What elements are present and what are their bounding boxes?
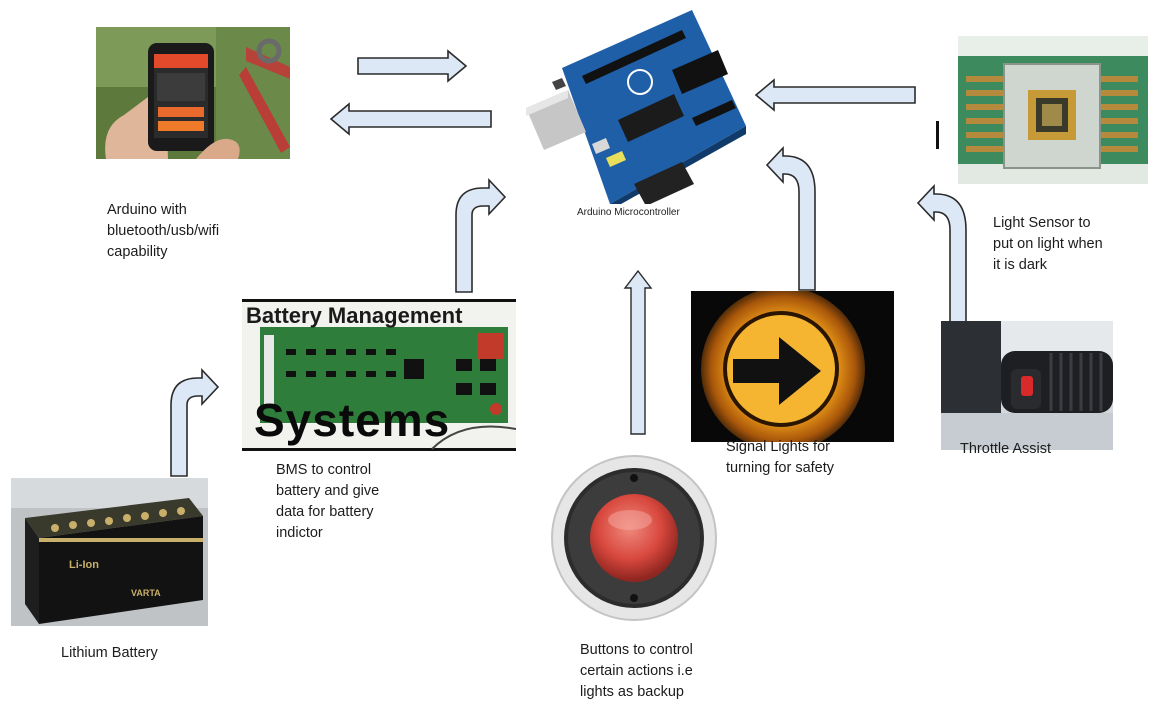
bms-subtitle: Systems xyxy=(254,394,451,446)
arrow-battery-to-bms xyxy=(170,367,220,477)
signal-arrow-graphic xyxy=(701,291,865,442)
buttons-caption: Buttons to control certain actions i.e l… xyxy=(580,642,693,700)
arrow-phone-to-arduino xyxy=(357,49,468,83)
arrow-signal-to-arduino xyxy=(765,145,816,291)
arduino-board-image xyxy=(526,10,746,204)
signal-caption: Signal Lights for turning for safety xyxy=(726,439,834,476)
bms-caption: BMS to control battery and give data for… xyxy=(276,462,380,541)
bms-title: Battery Management xyxy=(246,303,463,328)
push-button-image xyxy=(551,455,717,621)
bms-image: Battery Management Systems xyxy=(242,299,516,451)
throttle-image xyxy=(941,321,1113,450)
phone-caption: Arduino with bluetooth/usb/wifi capabili… xyxy=(107,202,220,260)
throttle-caption: Throttle Assist xyxy=(960,441,1052,457)
bms-board-graphic xyxy=(242,299,516,451)
arrow-arduino-to-phone xyxy=(329,102,492,136)
right-arrow-icon xyxy=(733,337,821,405)
arduino-caption: Arduino Microcontroller xyxy=(577,207,680,218)
arrow-button-to-arduino xyxy=(623,269,653,435)
light-sensor-image xyxy=(958,36,1148,184)
arrow-throttle-to-arduino xyxy=(916,183,967,323)
sensor-divider-mark xyxy=(936,121,939,149)
arrow-bms-to-arduino xyxy=(455,177,507,293)
signal-light-image xyxy=(691,291,894,442)
lithium-battery-image: Li-Ion VARTA xyxy=(11,478,208,626)
battery-caption: Lithium Battery xyxy=(61,645,158,661)
battery-brand-text: Li-Ion xyxy=(69,559,99,571)
battery-maker-text: VARTA xyxy=(131,588,161,598)
phone-image xyxy=(96,27,290,159)
arrow-sensor-to-arduino xyxy=(754,78,916,112)
light-sensor-caption: Light Sensor to put on light when it is … xyxy=(993,215,1103,273)
